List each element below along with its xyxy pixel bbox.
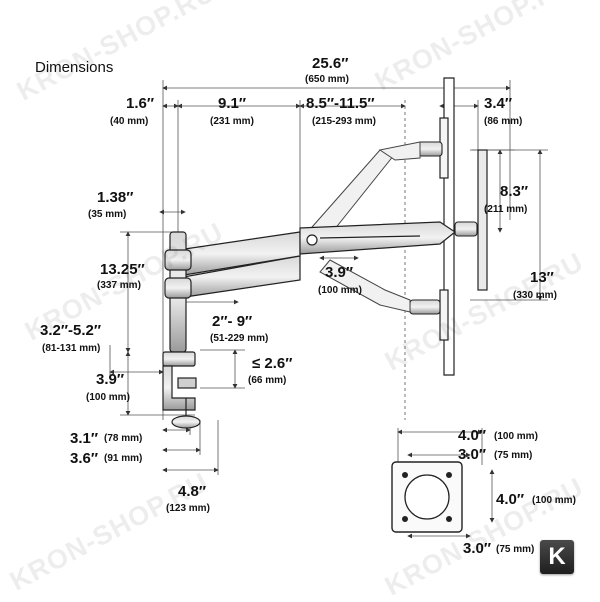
monitor-lift-mm: (211 mm) xyxy=(484,204,528,215)
arm-ghost-positions xyxy=(303,141,421,313)
base-width-in: 4.8″ xyxy=(178,483,207,500)
vesa-height-100-in: 4.0″ xyxy=(496,491,525,508)
desk-thickness-mm: (66 mm) xyxy=(248,375,287,386)
base-width-mm: (123 mm) xyxy=(166,503,210,514)
brand-logo: K xyxy=(540,540,574,574)
monitor-profiles xyxy=(439,77,488,376)
vesa-heads xyxy=(409,141,478,315)
vesa-width-75-in: 3.0″ xyxy=(458,446,487,463)
tilt-offset-mm: (100 mm) xyxy=(318,285,362,296)
clamp-depth-b-in: 3.6″ xyxy=(70,450,99,467)
arm-spacing-mm: (51-229 mm) xyxy=(210,333,269,344)
vesa-height-100-mm: (100 mm) xyxy=(532,495,576,506)
vesa-depth-mm: (86 mm) xyxy=(484,116,523,127)
vesa-depth-in: 3.4″ xyxy=(484,95,513,112)
extension-in: 8.5″-11.5″ xyxy=(306,95,375,112)
vesa-plate-drawing xyxy=(391,428,495,539)
pole-diameter-mm: (35 mm) xyxy=(88,209,127,220)
vesa-bottom-75-in: 3.0″ xyxy=(463,540,492,557)
total-lift-mm: (330 mm) xyxy=(513,290,557,301)
desk-thickness-in: ≤ 2.6″ xyxy=(252,355,293,372)
clamp-reach-mm: (81-131 mm) xyxy=(42,343,101,354)
diagram-title: Dimensions xyxy=(35,59,114,76)
overall-width-mm: (650 mm) xyxy=(305,74,349,85)
pole-offset-mm: (40 mm) xyxy=(110,116,149,127)
overall-width-in: 25.6″ xyxy=(312,55,349,72)
pole-diameter-in: 1.38″ xyxy=(97,189,134,206)
pole-height-mm: (337 mm) xyxy=(97,280,141,291)
pole-height-in: 13.25″ xyxy=(100,261,145,278)
total-lift-in: 13″ xyxy=(530,269,554,286)
clamp-reach-in: 3.2″-5.2″ xyxy=(40,322,102,339)
clamp-depth-a-mm: (78 mm) xyxy=(104,433,143,444)
clamp-height-mm: (100 mm) xyxy=(86,392,130,403)
arm-segment-in: 9.1″ xyxy=(218,95,247,112)
arm-segment-mm: (231 mm) xyxy=(210,116,254,127)
monitor-lift-in: 8.3″ xyxy=(500,183,529,200)
vesa-width-75-mm: (75 mm) xyxy=(494,450,533,461)
vesa-width-100-mm: (100 mm) xyxy=(494,431,538,442)
clamp-depth-a-in: 3.1″ xyxy=(70,430,99,447)
clamp-depth-b-mm: (91 mm) xyxy=(104,453,143,464)
pole-clamp xyxy=(162,231,201,429)
vesa-bottom-75-mm: (75 mm) xyxy=(496,544,535,555)
extension-mm: (215-293 mm) xyxy=(312,116,376,127)
pole-offset-in: 1.6″ xyxy=(126,95,155,112)
tilt-offset-in: 3.9″ xyxy=(325,264,354,281)
vesa-width-100-in: 4.0″ xyxy=(458,427,487,444)
clamp-height-in: 3.9″ xyxy=(96,371,125,388)
arm-spacing-in: 2″- 9″ xyxy=(212,313,253,330)
